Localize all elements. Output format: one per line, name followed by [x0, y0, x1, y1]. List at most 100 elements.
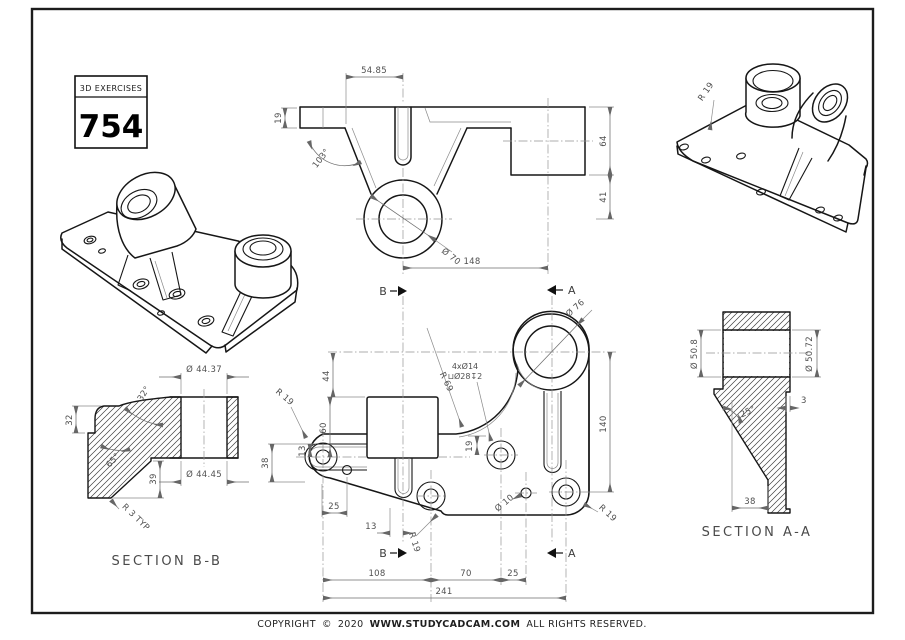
aa-dia-50-8: Ø 50.8	[689, 329, 721, 378]
iso-right-tilted-boss-body	[791, 92, 847, 162]
section-bb-view: Ø 44.37 Ø 44.45 32 32° 65° 39 R 3	[65, 364, 249, 569]
dim-108-text: 108	[368, 569, 385, 579]
plan-slot-under-circle	[543, 391, 562, 473]
plan-dia-10: Ø 10	[493, 492, 523, 514]
copyright-symbol: ©	[322, 619, 332, 630]
copyright-rights: ALL RIGHTS RESERVED.	[526, 619, 646, 630]
marker-b-bottom-text: B	[379, 547, 387, 560]
dia-44-37-text: Ø 44.37	[186, 364, 222, 375]
front-outline	[299, 106, 586, 195]
copyright-site: WWW.STUDYCADCAM.COM	[370, 619, 521, 630]
front-centerlines	[356, 73, 593, 274]
front-view: 54.85 19 103° Ø 70 148 64 41	[274, 66, 614, 274]
aa-bore-whiteout	[724, 331, 789, 376]
front-angle-103: 103°	[306, 140, 363, 170]
bb-dia-44-37: Ø 44.37	[159, 364, 249, 394]
copyright-line: COPYRIGHT © 2020 WWW.STUDYCADCAM.COM ALL RIG…	[257, 619, 647, 630]
iso-right-main-bore-hole	[761, 96, 783, 110]
dim-19-text: 19	[274, 112, 284, 123]
section-marker-a-top: A	[547, 284, 576, 297]
front-dim-54-85: 54.85	[345, 66, 403, 124]
marker-b-top-text: B	[379, 285, 387, 298]
aa-bore-edges	[722, 329, 791, 378]
front-dia-70: Ø 70	[369, 194, 463, 268]
front-dim-148: 148	[403, 257, 548, 271]
bb-dim-39: 39	[113, 460, 164, 499]
iso-view-right: R 19	[676, 63, 869, 233]
dim-64-text: 64	[599, 135, 609, 146]
bb-fillet-r3: R 3 TYP	[109, 498, 152, 533]
section-marker-a-bottom: A	[547, 547, 576, 560]
dim-41-text: 41	[599, 191, 609, 202]
plan-dim-38: 38	[261, 443, 316, 483]
iso-left-plate-holes	[83, 235, 215, 327]
iso-left-ribs	[117, 251, 255, 337]
dim-13-slot-text: 13	[365, 522, 376, 532]
r19-corner-text: R 19	[596, 503, 618, 524]
dim-70-text: 70	[460, 569, 471, 579]
plan-dim-19: 19	[465, 435, 486, 455]
plan-slot-under-boss	[394, 458, 413, 498]
plan-outline	[308, 310, 590, 516]
marker-a-bottom-text: A	[568, 547, 576, 560]
dia-70-text: Ø 70	[439, 246, 463, 268]
title-box: 3D EXERCISES 754	[74, 75, 148, 149]
dim-39-text: 39	[149, 473, 159, 484]
dim-3-text: 3	[801, 396, 807, 406]
plan-dim-13-slot: 13	[365, 508, 416, 537]
dim-54-85-text: 54.85	[361, 66, 387, 76]
iso-right-base-plate	[676, 104, 869, 225]
aa-dim-38: 38	[732, 486, 769, 512]
r3-typ-text: R 3 TYP	[120, 502, 152, 533]
dim-241-text: 241	[435, 587, 452, 597]
page-border	[30, 7, 875, 615]
front-dim-19: 19	[274, 107, 297, 129]
plan-dim-25-left: 25	[321, 477, 348, 517]
dim-140-text: 140	[599, 415, 609, 432]
marker-a-bottom-arrow-icon	[547, 548, 556, 558]
section-marker-b-top: B	[379, 285, 407, 298]
plan-bottom-dims: 108 70 25 241	[323, 569, 566, 601]
holes-note-line1: 4xØ14	[452, 361, 478, 371]
plan-dim-44: 44	[322, 353, 365, 398]
plan-dia-76: Ø 76	[517, 297, 593, 388]
dim-148-text: 148	[463, 257, 480, 267]
holes-note-line2: ⊔Ø28↧2	[448, 371, 483, 381]
iso-right-main-bore	[752, 69, 794, 93]
dim-19-plan-text: 19	[465, 440, 475, 451]
plan-centerlines	[296, 296, 616, 602]
plan-dim-140: 140	[583, 352, 614, 493]
dia-76-text: Ø 76	[564, 297, 587, 320]
dim-60-text: 60	[319, 422, 329, 433]
front-dim-41: 41	[596, 175, 614, 220]
section-aa-view: Ø 50.8 Ø 50.72 3 25° 38 SECTION A-A	[689, 311, 821, 540]
dim-25-left-text: 25	[328, 502, 339, 512]
marker-a-top-arrow-icon	[547, 285, 556, 295]
copyright-year: 2020	[338, 619, 364, 630]
marker-a-top-text: A	[568, 284, 576, 297]
copyright-prefix: COPYRIGHT	[257, 619, 316, 630]
marker-b-top-arrow-icon	[398, 286, 407, 296]
aa-dia-50-72: Ø 50.72	[792, 329, 821, 378]
plan-dim-13-left: 13	[298, 444, 313, 457]
dia-50-8-text: Ø 50.8	[689, 339, 700, 369]
dim-38-text: 38	[261, 457, 271, 468]
iso-r19-text: R 19	[696, 81, 716, 104]
bb-dia-44-45: Ø 44.45	[159, 461, 249, 486]
r19-lobe-text: R 19	[273, 387, 295, 408]
plan-view: B A B A 44 60	[261, 284, 618, 602]
front-dim-64: 64	[589, 106, 614, 176]
bb-hatched-arm	[87, 396, 182, 499]
plan-fillet-r19-lobe: R 19	[273, 387, 309, 440]
section-aa-label: SECTION A-A	[702, 525, 813, 540]
dim-13-left-text: 13	[298, 445, 308, 456]
iso-view-left	[60, 171, 299, 354]
dim-25-bottom-text: 25	[507, 569, 518, 579]
bb-hatched-right-strip	[226, 396, 239, 459]
iso-left-plate-thickness	[61, 238, 298, 354]
iso-left-upper-bore-inner	[127, 194, 151, 214]
dim-32-text: 32	[65, 414, 75, 425]
iso-left-right-bore-inner	[249, 240, 277, 256]
